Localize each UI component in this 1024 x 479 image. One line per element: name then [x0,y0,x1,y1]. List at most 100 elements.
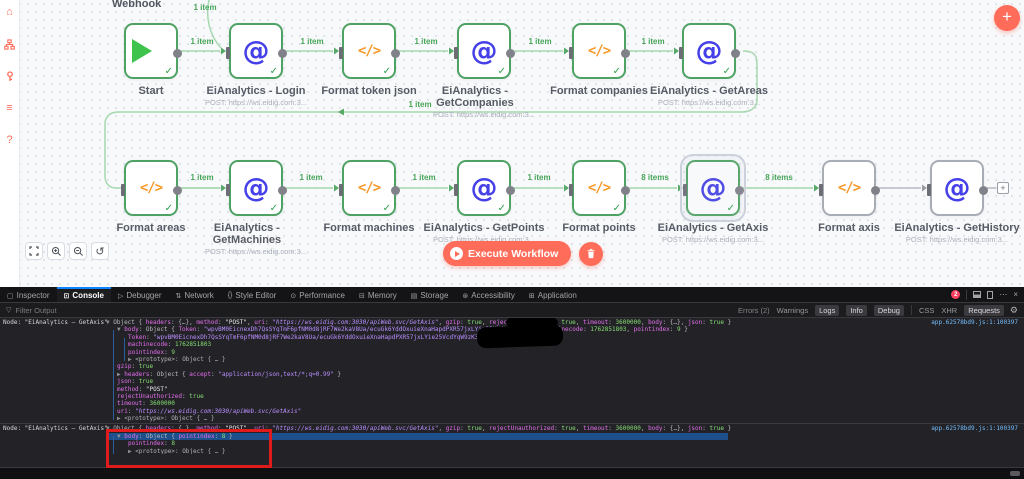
scrollbar-thumb[interactable] [1010,471,1020,476]
console-row[interactable]: ▼ body: Object { Token: "wpvBM0EicnexDh7… [117,326,688,334]
console-row[interactable]: ▶ <prototype>: Object { … } [128,355,226,363]
devtools-tab-style-editor[interactable]: {}Style Editor [221,287,284,302]
workflow-node-format-token-json[interactable]: </>✓Format token json [321,23,417,97]
input-port[interactable] [927,184,931,196]
menu-icon[interactable]: ≡ [6,102,13,114]
output-port[interactable] [979,185,988,195]
reset-zoom-button[interactable]: ↺ [91,242,109,260]
input-port[interactable] [679,47,683,59]
console-row[interactable]: timeout: 3600000 [117,400,175,408]
console-row[interactable]: ▶ headers: Object { accept: "application… [117,370,342,378]
filter-output-input[interactable]: Filter Output [15,305,57,315]
output-port[interactable] [278,185,287,195]
devtools-tab-application[interactable]: ⊞Application [522,287,584,302]
workflow-node-format-companies[interactable]: </>✓Format companies [550,23,648,97]
devtools-tab-storage[interactable]: ▤Storage [404,287,456,302]
filter-info[interactable]: Info [846,304,867,316]
console-row[interactable]: method: "POST" [117,385,168,393]
add-next-node-button[interactable]: + [997,182,1009,194]
console-row[interactable]: gzip: true [117,363,154,371]
console-output[interactable]: Node: "EiAnalytics – GetAxis"▼ Object { … [0,318,1024,454]
output-port[interactable] [278,48,287,58]
workflow-node-format-areas[interactable]: </>✓Format areas [116,160,186,234]
output-port[interactable] [391,48,400,58]
zoom-in-button[interactable] [47,242,65,260]
console-row[interactable]: json: true [117,378,154,386]
devtools-tab-network[interactable]: ⇅Network [169,287,221,302]
zoom-out-button[interactable] [69,242,87,260]
workflow-node-format-machines[interactable]: </>✓Format machines [323,160,415,234]
devtools-tab-accessibility[interactable]: ⊛Accessibility [455,287,521,302]
input-port[interactable] [683,184,687,196]
devtools-tab-inspector[interactable]: ▢Inspector [0,287,57,302]
output-port[interactable] [731,48,740,58]
output-port[interactable] [621,185,630,195]
workflow-node-format-points[interactable]: </>✓Format points [562,160,636,234]
console-row[interactable]: ▼ Object { headers: {…}, method: "POST",… [106,425,732,433]
output-port[interactable] [735,185,744,195]
filter-css[interactable]: CSS [918,305,935,315]
source-location-link[interactable]: app.62578bd9.js:1:100397 [931,319,1018,326]
input-port[interactable] [454,47,458,59]
console-row[interactable]: ▶ <prototype>: Object { … } [117,415,215,423]
devtools-tab-memory[interactable]: ⊟Memory [352,287,404,302]
filter-errors-[interactable]: Errors (2) [738,305,770,315]
devtools-tab-performance[interactable]: ⊙Performance [283,287,352,302]
input-port[interactable] [339,47,343,59]
credentials-icon[interactable] [5,71,15,83]
devtools-tab-debugger[interactable]: ▷Debugger [111,287,169,302]
filter-logs[interactable]: Logs [815,304,840,316]
output-port[interactable] [621,48,630,58]
input-port[interactable] [454,184,458,196]
devtools-menu-icon[interactable]: ⋯ [999,290,1008,299]
split-console-icon[interactable] [973,291,982,298]
console-row[interactable]: pointindex: 9 [128,348,175,356]
input-port[interactable] [226,47,230,59]
execute-workflow-button[interactable]: Execute Workflow [443,241,572,266]
console-row[interactable]: rejectUnauthorized: true [117,392,204,400]
output-port[interactable] [173,48,182,58]
input-port[interactable] [819,184,823,196]
console-row[interactable]: ▼ body: Object { pointindex: 8 } [106,432,728,441]
error-count-badge[interactable]: 2 [951,290,961,299]
responsive-mode-icon[interactable] [987,290,994,299]
filter-xhr[interactable]: XHR [941,305,958,315]
console-row[interactable]: ▼ Object { headers: {…}, method: "POST",… [106,319,732,326]
add-node-button[interactable]: + [994,5,1020,31]
input-port[interactable] [121,184,125,196]
help-icon[interactable]: ? [6,134,13,146]
output-port[interactable] [871,185,880,195]
input-port[interactable] [569,184,573,196]
home-icon[interactable]: ⌂ [6,6,13,18]
console-row[interactable]: ▶ <prototype>: Object { … } [128,447,226,454]
devtools-tab-console[interactable]: ⊡Console [56,287,111,302]
filter-requests[interactable]: Requests [964,304,1004,316]
console-row[interactable]: pointindex: 8 [128,440,175,448]
workflow-node-start[interactable]: ✓Start [124,23,182,97]
input-port[interactable] [226,184,230,196]
output-port[interactable] [506,48,515,58]
output-port[interactable] [391,185,400,195]
console-settings-icon[interactable]: ⚙ [1009,304,1018,315]
delete-execution-button[interactable] [579,241,604,266]
filter-warnings[interactable]: Warnings [776,305,809,315]
source-location-link[interactable]: app.62578bd9.js:1:100397 [931,425,1018,433]
output-port[interactable] [506,185,515,195]
console-row[interactable]: Token: "wpvBM0EicnexDh7QsSYqTmF6pfNM0d8j… [128,333,501,341]
close-devtools-icon[interactable]: × [1013,290,1018,299]
console-row[interactable]: machinecode: 1762851803 [128,341,212,349]
console-row[interactable]: uri: "https://ws.eidig.com:3030/apiWeb.s… [117,407,302,415]
workflows-icon[interactable] [4,39,15,51]
console-log-entry[interactable]: Node: "EiAnalytics – GetAxis"▼ Object { … [0,424,1024,454]
workflow-node-format-axis[interactable]: </>Format axis [818,160,880,234]
input-port[interactable] [339,184,343,196]
filter-debug[interactable]: Debug [873,304,904,316]
output-port[interactable] [173,185,182,195]
fit-view-button[interactable] [25,242,43,260]
